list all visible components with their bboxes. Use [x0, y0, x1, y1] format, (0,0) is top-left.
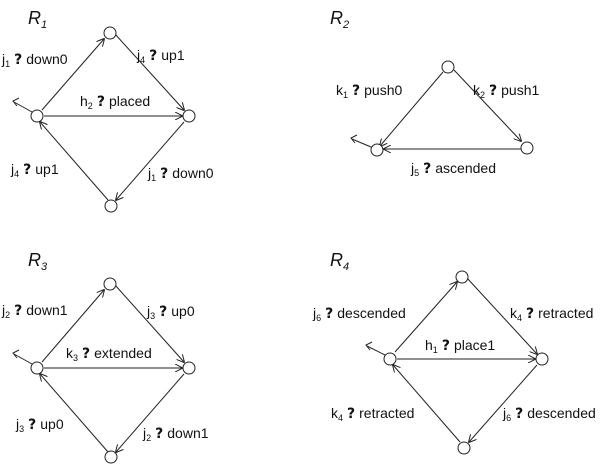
edge-top-to-left: [380, 71, 444, 146]
state-node: [455, 270, 469, 284]
edge-label: j1?down0: [147, 165, 214, 183]
edge-label: k3?extended: [66, 345, 152, 363]
state-node: [104, 450, 118, 464]
edge-bottom-to-left: [40, 374, 109, 453]
edge-label: j2?down1: [1, 302, 68, 320]
state-node: [103, 277, 117, 291]
automaton-r2: R2 k1?push0 k2?push1 j5?ascended: [330, 8, 539, 178]
edge-label: k2?push1: [473, 82, 539, 100]
edge-bottom-to-left: [40, 122, 109, 201]
initial-arrow: [13, 101, 33, 113]
initial-arrowhead: [365, 341, 373, 351]
state-initial: [383, 352, 397, 366]
edge-top-to-right: [466, 277, 537, 354]
diagram-title: R2: [330, 8, 349, 31]
edge-label: j4?up1: [10, 161, 59, 179]
edge-label: j6?descended: [502, 405, 596, 423]
edge-right-to-bottom: [116, 373, 185, 452]
state-node: [104, 199, 118, 213]
state-initial: [370, 143, 384, 157]
initial-arrowhead: [350, 134, 358, 144]
state-node: [457, 441, 471, 455]
state-initial: [30, 109, 44, 123]
state-node: [182, 361, 196, 375]
edge-label: j4?up1: [136, 47, 185, 65]
state-node: [520, 141, 534, 155]
edge-left-to-top: [41, 39, 104, 111]
edge-bottom-to-left: [393, 365, 461, 443]
edge-label: j2?down1: [142, 425, 209, 443]
edge-label: j3?up0: [146, 303, 195, 321]
diagram-title: R1: [28, 8, 47, 31]
edge-label: h1?place1: [425, 337, 495, 355]
diagram-title: R4: [330, 250, 349, 273]
edge-top-to-right: [114, 33, 184, 110]
edge-label: k1?push0: [336, 82, 402, 100]
diagram-title: R3: [28, 250, 48, 273]
initial-arrow: [351, 138, 372, 148]
state-initial: [30, 361, 44, 375]
initial-arrow: [366, 345, 386, 356]
edge-right-to-bottom: [469, 364, 538, 442]
initial-arrowhead: [12, 97, 20, 107]
edge-label: k4?retracted: [510, 305, 593, 323]
edge-top-to-right: [114, 284, 184, 362]
automaton-r1: R1 j1?down0 j4?up1 h2?placed j4?up1 j1?d…: [1, 8, 214, 213]
state-node: [441, 60, 455, 74]
initial-arrowhead: [12, 349, 20, 359]
state-node: [182, 109, 196, 123]
edge-label: j5?ascended: [410, 160, 496, 178]
initial-arrow: [13, 353, 33, 365]
automaton-r4: R4 j6?descended k4?retracted h1?place1 k…: [312, 250, 596, 455]
edge-right-to-bottom: [116, 121, 185, 200]
edge-label: j6?descended: [312, 305, 406, 323]
automaton-r3: R3 j2?down1 j3?up0 k3?extended j3?up0 j2…: [1, 250, 209, 464]
edge-label: j3?up0: [15, 416, 64, 434]
edge-left-to-top: [41, 290, 104, 363]
edge-label: k4?retracted: [331, 405, 414, 423]
edge-left-to-top: [394, 282, 457, 353]
edge-label: j1?down0: [1, 51, 68, 69]
edge-label: h2?placed: [80, 93, 150, 111]
state-node: [103, 26, 117, 40]
edge-top-to-right: [453, 69, 521, 141]
state-node: [535, 352, 549, 366]
